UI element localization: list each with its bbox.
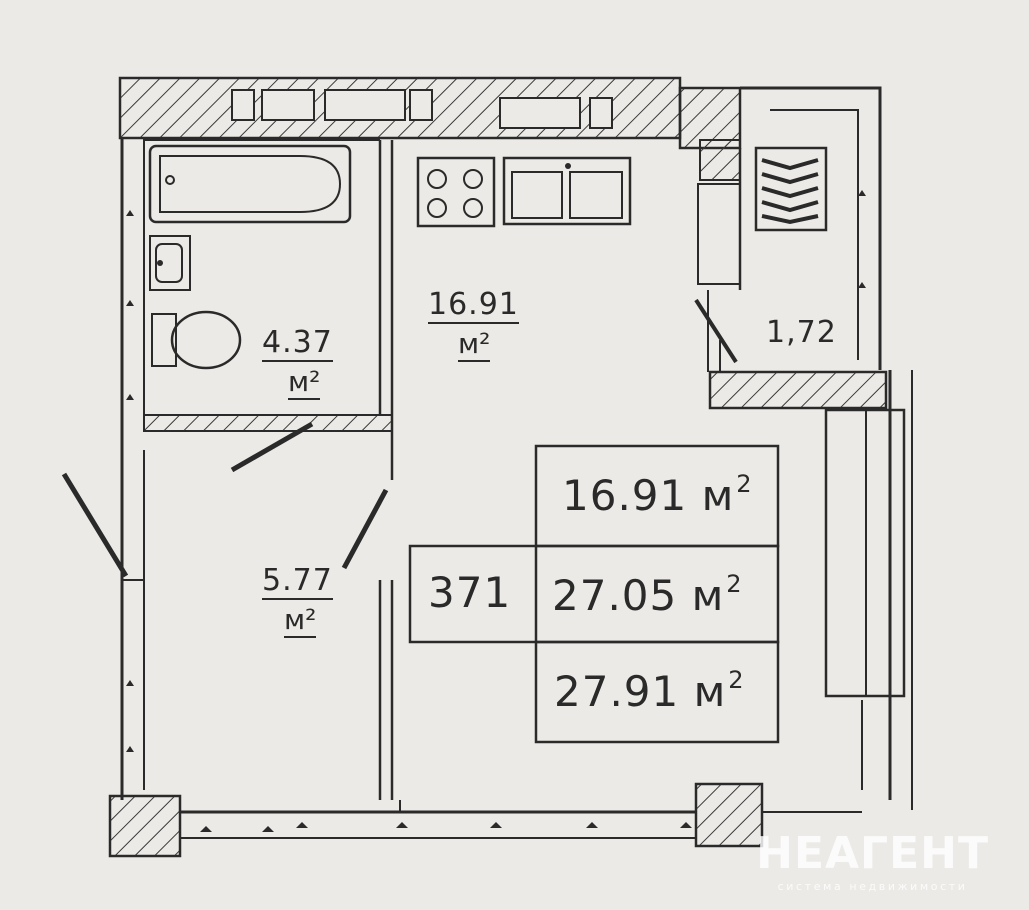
total-with-loggia-cell: 27.91 м2 [554, 668, 745, 713]
bottom-wall [108, 782, 862, 858]
hall-unit: м² [284, 603, 317, 638]
toilet-icon [151, 310, 242, 370]
bathroom-area: 4.37 [262, 325, 333, 362]
watermark-brand: НЕАГЕНТ [756, 828, 989, 879]
bathroom-partitions [143, 139, 394, 800]
loggia-partition [708, 370, 888, 410]
entrance-door-icon [61, 472, 129, 578]
living-area-exponent: 2 [736, 470, 753, 498]
total-area-cell: 27.05 м2 [552, 572, 743, 617]
bathroom-unit: м² [288, 365, 321, 400]
loggia-walls [699, 86, 882, 370]
total-with-loggia-value: 27.91 м [554, 667, 727, 716]
bathroom-room-label: 4.37 м² [262, 328, 333, 400]
kitchen-sink-icon [502, 156, 632, 226]
agency-watermark: НЕАГЕНТ система недвижимости [756, 828, 989, 894]
apartment-number-cell: 371 [428, 568, 512, 617]
kitchen-living-area: 16.91 [428, 287, 519, 324]
living-area-value: 16.91 м [562, 471, 735, 520]
hall-area: 5.77 [262, 563, 333, 600]
right-wall [824, 370, 913, 810]
washbasin-icon [149, 235, 191, 291]
left-wall [120, 138, 145, 800]
total-area-value: 27.05 м [552, 571, 725, 620]
bathroom-door-icon [230, 421, 314, 473]
loggia-door-icon [694, 298, 738, 364]
watermark-tagline: система недвижимости [777, 880, 968, 893]
bathtub-icon [148, 144, 352, 224]
kitchen-living-room-label: 16.91 м² [428, 290, 519, 362]
top-bearing-wall [118, 76, 742, 150]
radiator-icon [754, 146, 828, 232]
total-area-exponent: 2 [726, 570, 743, 598]
total-with-loggia-exponent: 2 [728, 666, 745, 694]
hall-room-label: 5.77 м² [262, 566, 333, 638]
stove-icon [416, 156, 496, 228]
loggia-area: 1,72 [766, 315, 837, 350]
summary-table-frame [408, 444, 780, 744]
kitchen-door-icon [341, 488, 389, 570]
kitchen-partitions [697, 148, 742, 372]
wall-markers [126, 190, 866, 832]
kitchen-living-unit: м² [458, 327, 491, 362]
living-area-cell: 16.91 м2 [562, 472, 753, 517]
